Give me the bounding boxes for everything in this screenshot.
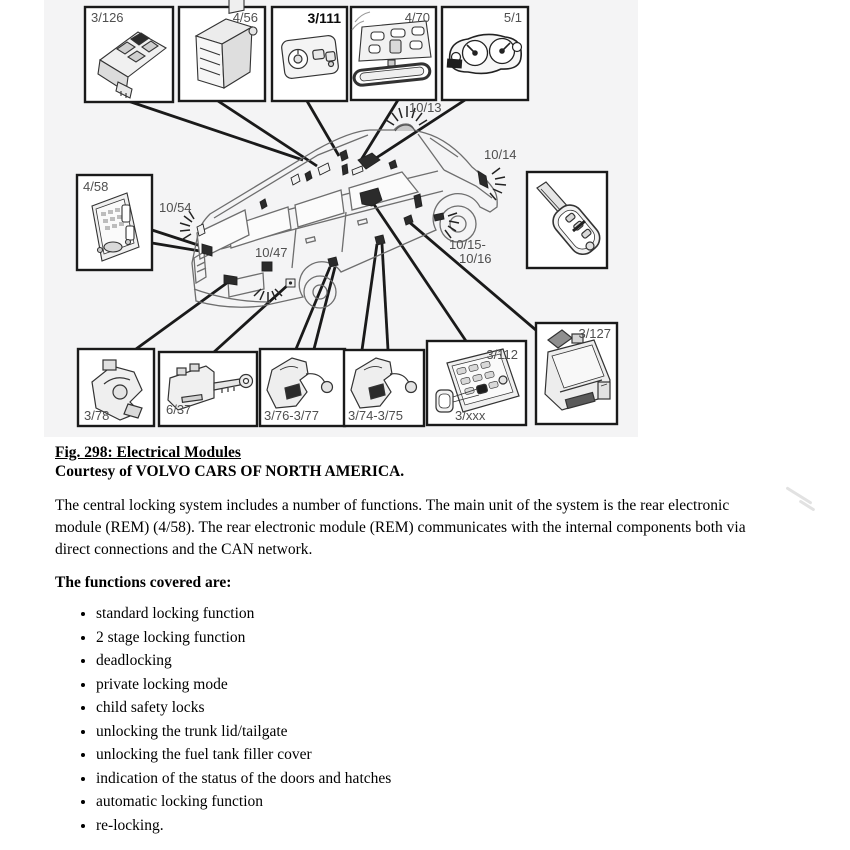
burst-10-54 bbox=[179, 210, 195, 240]
label-5-1: 5/1 bbox=[504, 10, 522, 25]
figure-courtesy: Courtesy of VOLVO CARS OF NORTH AMERICA. bbox=[55, 463, 405, 480]
module-electronic-unit bbox=[194, 0, 258, 89]
module-lock-cylinder bbox=[167, 363, 254, 411]
roof-antenna bbox=[394, 124, 416, 132]
car-position-labels: 10/13 10/14 10/54 10/47 10/15- 10/16 bbox=[159, 100, 517, 266]
car-modules bbox=[196, 149, 489, 288]
module-keypad-panel bbox=[435, 348, 520, 413]
label-3-78: 3/78 bbox=[84, 408, 109, 423]
list-item: 2 stage locking function bbox=[96, 629, 391, 646]
module-instrument-cluster bbox=[446, 33, 523, 75]
functions-list: standard locking function 2 stage lockin… bbox=[56, 606, 391, 841]
module-rear-door-lock bbox=[266, 357, 334, 409]
label-4-58: 4/58 bbox=[83, 179, 108, 194]
burst-10-14 bbox=[489, 167, 507, 201]
burst-10-13 bbox=[385, 106, 428, 126]
label-3-126: 3/126 bbox=[91, 10, 124, 25]
paragraph-line: module (REM) (4/58). The rear electronic… bbox=[55, 519, 746, 536]
module-headlight-switch bbox=[281, 35, 339, 79]
list-item: re-locking. bbox=[96, 817, 391, 834]
body-paragraph: The central locking system includes a nu… bbox=[55, 495, 800, 561]
label-3-112: 3/112 bbox=[486, 347, 518, 362]
list-item: private locking mode bbox=[96, 676, 391, 693]
list-item: indication of the status of the doors an… bbox=[96, 770, 391, 787]
paragraph-line: The central locking system includes a nu… bbox=[55, 497, 730, 514]
label-3-76-3-77: 3/76-3/77 bbox=[264, 408, 319, 423]
module-rem-board bbox=[91, 192, 140, 262]
label-10-54: 10/54 bbox=[159, 200, 192, 215]
list-item: child safety locks bbox=[96, 700, 391, 716]
modules-diagram: 3/126 4/56 3/111 4/70 5/1 4/58 3/78 6/37… bbox=[44, 0, 638, 437]
label-6-37: 6/37 bbox=[166, 402, 191, 417]
list-item: unlocking the fuel tank filler cover bbox=[96, 747, 391, 763]
figure-electrical-modules: 3/126 4/56 3/111 4/70 5/1 4/58 3/78 6/37… bbox=[44, 0, 638, 437]
list-item: automatic locking function bbox=[96, 794, 391, 810]
module-overhead-console bbox=[351, 11, 432, 87]
label-3-111: 3/111 bbox=[308, 10, 342, 26]
label-10-47: 10/47 bbox=[255, 245, 288, 260]
label-3-74-3-75: 3/74-3/75 bbox=[348, 408, 403, 423]
label-3-127: 3/127 bbox=[578, 326, 611, 341]
module-remote-key bbox=[536, 181, 601, 256]
module-front-door-lock bbox=[350, 357, 418, 409]
list-item: standard locking function bbox=[96, 606, 391, 622]
label-10-14: 10/14 bbox=[484, 147, 517, 162]
paragraph-line: direct connections and the CAN network. bbox=[55, 541, 313, 558]
list-item: unlocking the trunk lid/tailgate bbox=[96, 723, 391, 740]
figure-caption: Fig. 298: Electrical Modules Courtesy of… bbox=[55, 444, 795, 481]
burst-10-47 bbox=[253, 288, 283, 302]
burst-10-15-16 bbox=[444, 212, 460, 239]
label-3-xxx: 3/xxx bbox=[455, 408, 486, 423]
label-10-16: 10/16 bbox=[459, 251, 492, 266]
label-10-15: 10/15- bbox=[449, 237, 486, 252]
module-relay-unit bbox=[544, 329, 611, 411]
figure-caption-title: Fig. 298: Electrical Modules bbox=[55, 444, 241, 461]
burst-rays bbox=[179, 106, 507, 302]
label-10-13: 10/13 bbox=[409, 100, 442, 115]
box-labels: 3/126 4/56 3/111 4/70 5/1 4/58 3/78 6/37… bbox=[83, 10, 611, 423]
label-4-70: 4/70 bbox=[405, 10, 430, 25]
module-door-switch-pack bbox=[97, 31, 167, 99]
functions-heading: The functions covered are: bbox=[55, 574, 232, 591]
label-4-56: 4/56 bbox=[233, 10, 258, 25]
list-item: deadlocking bbox=[96, 653, 391, 669]
module-tailgate-lock-motor bbox=[91, 359, 143, 421]
